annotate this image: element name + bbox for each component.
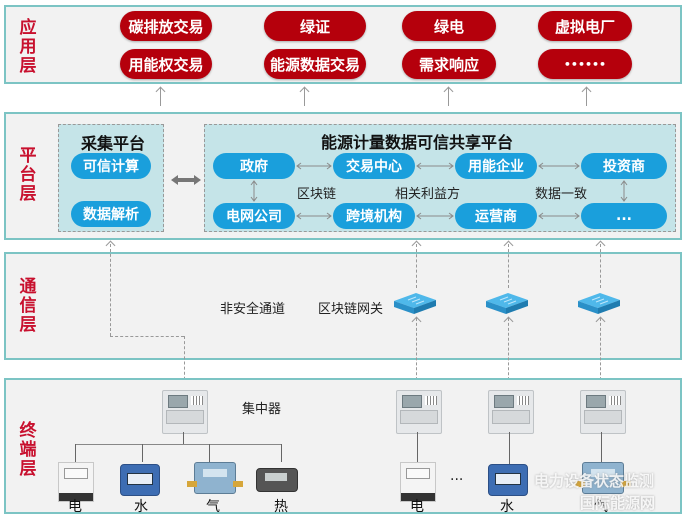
tree-line: [183, 432, 184, 444]
node-energy-enterprise[interactable]: 用能企业: [455, 153, 537, 179]
trusted-computing-button[interactable]: 可信计算: [71, 153, 151, 179]
meter-label-electricity: 电: [68, 499, 82, 515]
terminal-layer: 终 端 层 集中器: [4, 378, 682, 514]
label-char: 用: [19, 37, 37, 57]
node-cross-border[interactable]: 跨境机构: [333, 203, 415, 229]
label-char: 层: [19, 459, 37, 479]
connector-line: [448, 88, 449, 106]
electricity-meter: [400, 462, 436, 502]
network-switch-icon: [394, 293, 436, 314]
gateway-downlink: [600, 318, 601, 390]
label-char: 层: [19, 315, 37, 335]
node-government[interactable]: 政府: [213, 153, 295, 179]
tree-line: [281, 444, 282, 462]
network-switch-icon: [578, 293, 620, 314]
heat-meter: [256, 468, 298, 492]
stakeholders-label: 相关利益方: [395, 187, 461, 202]
node-trading-center[interactable]: 交易中心: [333, 153, 415, 179]
meter-label-gas: 气: [206, 499, 220, 515]
node-connectors: [250, 162, 628, 220]
data-parsing-button[interactable]: 数据解析: [71, 201, 151, 227]
connector-line: [586, 88, 587, 106]
gateway-uplink: [416, 244, 417, 288]
insecure-channel-line: [110, 336, 184, 337]
tree-line: [75, 444, 281, 445]
app-item-carbon-trading[interactable]: 碳排放交易: [120, 11, 212, 41]
data-consistency-label: 数据一致: [535, 187, 588, 202]
collection-platform-panel: 采集平台 可信计算 数据解析: [58, 124, 164, 232]
node-more[interactable]: ...: [581, 203, 667, 229]
connector-line: [160, 88, 161, 106]
tree-line: [142, 444, 143, 462]
water-meter: [488, 464, 528, 496]
app-item-demand-response[interactable]: 需求响应: [402, 49, 496, 79]
terminal-layer-label: 终 端 层: [18, 422, 38, 479]
network-switch-icon: [486, 293, 528, 314]
gas-meter: [187, 462, 243, 494]
label-char: 平: [19, 146, 37, 166]
gateway-downlink: [416, 318, 417, 390]
ellipsis-label: ···: [450, 472, 464, 488]
label-char: 层: [19, 56, 37, 76]
label-char: 台: [19, 165, 37, 185]
label-char: 层: [19, 184, 37, 204]
node-grid-company[interactable]: 电网公司: [213, 203, 295, 229]
collection-platform-title: 采集平台: [81, 134, 146, 153]
meter-label-electricity: 电: [410, 499, 424, 515]
platform-layer: 平 台 层 采集平台 可信计算 数据解析 能源计量数据可信共享平台 政府 交易中…: [4, 112, 682, 240]
app-item-green-power[interactable]: 绿电: [402, 11, 496, 41]
platform-layer-label: 平 台 层: [18, 147, 38, 204]
tree-line: [417, 432, 418, 464]
label-char: 终: [19, 421, 37, 441]
insecure-channel-label: 非安全通道: [220, 302, 286, 317]
watermark-line1: 电力设备状态监测: [534, 472, 655, 490]
tree-line: [209, 444, 210, 462]
sharing-platform-panel: 能源计量数据可信共享平台 政府 交易中心 用能企业 投资商 电网公司 跨境机构 …: [204, 124, 676, 232]
bidirectional-arrow-icon: [171, 175, 201, 185]
concentrator-device: [162, 390, 208, 434]
label-char: 信: [19, 296, 37, 316]
label-char: 端: [19, 440, 37, 460]
app-item-more[interactable]: ••••••: [538, 49, 632, 79]
concentrator-device: [580, 390, 626, 434]
meter-label-water: 水: [500, 499, 514, 515]
app-item-energy-rights-trading[interactable]: 用能权交易: [120, 49, 212, 79]
meter-label-heat: 热: [274, 499, 288, 515]
gateway-uplink: [600, 244, 601, 288]
sharing-platform-title: 能源计量数据可信共享平台: [321, 133, 514, 152]
gateway-downlink: [508, 318, 509, 390]
label-char: 通: [19, 277, 37, 297]
communication-layer-label: 通 信 层: [18, 278, 38, 335]
water-meter: [120, 464, 160, 496]
app-item-green-certificate[interactable]: 绿证: [264, 11, 366, 41]
blockchain-label: 区块链: [297, 187, 337, 202]
electricity-meter: [58, 462, 94, 502]
app-item-energy-data-trading[interactable]: 能源数据交易: [264, 49, 366, 79]
node-investor[interactable]: 投资商: [581, 153, 667, 179]
concentrator-device: [488, 390, 534, 434]
label-char: 应: [19, 18, 37, 38]
tree-line: [75, 444, 76, 462]
communication-layer: 通 信 层 非安全通道 区块链网关: [4, 252, 682, 360]
meter-label-gas: 气: [594, 499, 608, 515]
gateway-uplink: [508, 244, 509, 288]
connector-line: [304, 88, 305, 106]
concentrator-label: 集中器: [242, 402, 282, 417]
blockchain-gateway-label: 区块链网关: [318, 302, 384, 317]
application-layer: 应 用 层 碳排放交易 用能权交易 绿证 能源数据交易 绿电 需求响应 虚拟电厂…: [4, 5, 682, 84]
node-operator[interactable]: 运营商: [455, 203, 537, 229]
insecure-channel-line: [110, 244, 111, 336]
gas-meter: [575, 462, 631, 494]
tree-line: [601, 432, 602, 464]
meter-label-water: 水: [134, 499, 148, 515]
tree-line: [509, 432, 510, 464]
watermark-line2: 国际能源网: [580, 494, 656, 512]
app-item-virtual-power-plant[interactable]: 虚拟电厂: [538, 11, 632, 41]
insecure-channel-line: [184, 336, 185, 390]
concentrator-device: [396, 390, 442, 434]
application-layer-label: 应 用 层: [18, 19, 38, 76]
